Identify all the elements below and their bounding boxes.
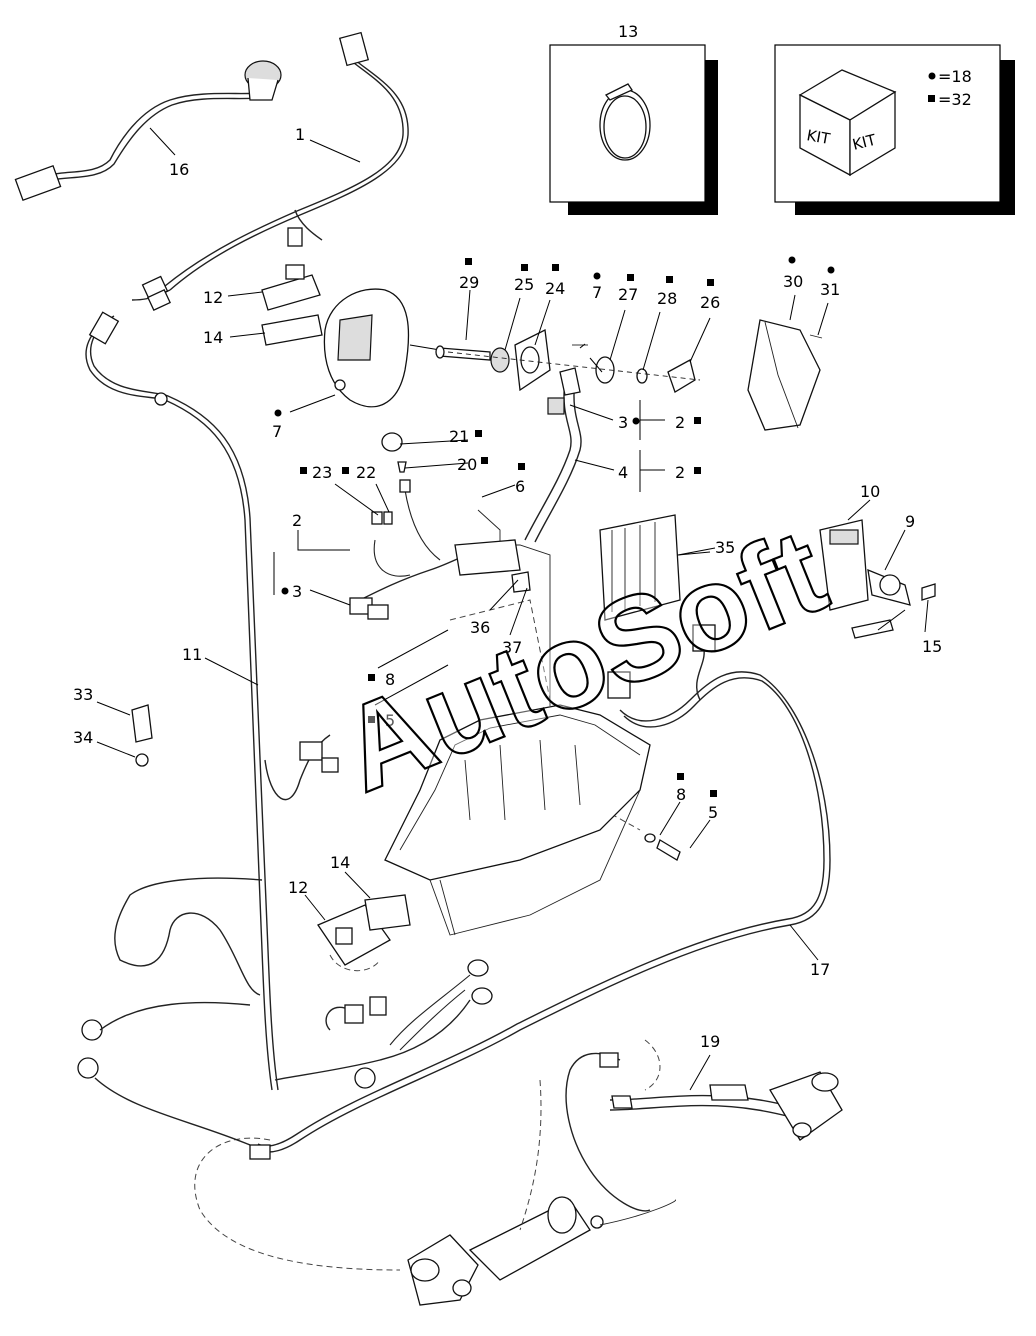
module-35: [599, 514, 711, 621]
callout-30: 30: [783, 272, 803, 291]
switch-12-upper: [261, 264, 321, 311]
fitting-33-34: [131, 704, 153, 767]
callout-22: 22: [356, 463, 376, 482]
kit-face-left: KIT: [805, 126, 832, 148]
callout-5-lower: 5: [708, 803, 718, 822]
actuator-upper: [769, 1071, 843, 1141]
callout-27: 27: [618, 285, 638, 304]
callout-24: 24: [545, 279, 565, 298]
callout-21: 21: [449, 427, 469, 446]
callout-29: 29: [459, 273, 479, 292]
kit-circle-marker: [928, 72, 936, 80]
callout-1: 1: [295, 125, 305, 144]
callout-4: 4: [618, 463, 628, 482]
callout-19: 19: [700, 1032, 720, 1051]
callout-33: 33: [73, 685, 93, 704]
callout-8-lower: 8: [676, 785, 686, 804]
callout-5-upper: 5: [385, 711, 395, 730]
tray: [384, 704, 651, 936]
callout-3-left: 3: [292, 582, 302, 601]
callout-13: 13: [618, 22, 638, 41]
hardware-row: [435, 329, 701, 393]
kit-face-right: KIT: [851, 131, 879, 154]
pad-14-upper: [261, 314, 323, 346]
wire-harness-11: [85, 311, 339, 1091]
kit-legend-box: KIT KIT =18 =32: [774, 44, 1015, 215]
callout-16: 16: [169, 160, 189, 179]
wire-harness-17: [257, 624, 831, 1153]
callout-14-upper: 14: [203, 328, 223, 347]
callout-17: 17: [810, 960, 830, 979]
callout-11: 11: [182, 645, 202, 664]
kit-square-eq: =32: [938, 90, 972, 109]
kit-markers: [274, 256, 835, 797]
callout-6: 6: [515, 477, 525, 496]
callout-8-upper: 8: [385, 670, 395, 689]
callout-9: 9: [905, 512, 915, 531]
pad-14-lower: [364, 894, 411, 931]
callout-23: 23: [312, 463, 332, 482]
callout-12-upper: 12: [203, 288, 223, 307]
kit-square-marker: [928, 95, 935, 102]
wire-harness-1: [14, 31, 409, 312]
leader-lines: [96, 127, 929, 1091]
callout-35: 35: [715, 538, 735, 557]
remote-10-assembly: [819, 519, 936, 639]
callout-36: 36: [470, 618, 490, 637]
callout-34: 34: [73, 728, 93, 747]
callout-28: 28: [657, 289, 677, 308]
wire-harness-19: [565, 1039, 811, 1212]
callout-7-top: 7: [592, 283, 602, 302]
cover-30: [747, 319, 823, 431]
callout-25: 25: [514, 275, 534, 294]
bolt-5-8-lower: [644, 833, 681, 861]
actuator-lower: [194, 1079, 676, 1306]
kit-13-box: [549, 44, 718, 215]
callout-10: 10: [860, 482, 880, 501]
callout-7-left: 7: [272, 422, 282, 441]
callout-12-lower: 12: [288, 878, 308, 897]
callout-37: 37: [502, 638, 522, 657]
bracket-4: [524, 367, 582, 543]
harness-2: [349, 432, 501, 620]
callout-2-right-lower: 2: [675, 463, 685, 482]
callout-2-left: 2: [292, 511, 302, 530]
harness-lower-center: [77, 959, 493, 1160]
callout-15: 15: [922, 637, 942, 656]
display-module-7: [323, 288, 441, 408]
callout-31: 31: [820, 280, 840, 299]
callout-20: 20: [457, 455, 477, 474]
callout-labels: 1 16 13 12 14 7 29 25 24 7 27 28 26 30 3…: [73, 22, 942, 1051]
callout-3-right: 3: [618, 413, 628, 432]
kit-circle-eq: =18: [938, 67, 972, 86]
callout-26: 26: [700, 293, 720, 312]
callout-2-right-upper: 2: [675, 413, 685, 432]
callout-14-lower: 14: [330, 853, 350, 872]
